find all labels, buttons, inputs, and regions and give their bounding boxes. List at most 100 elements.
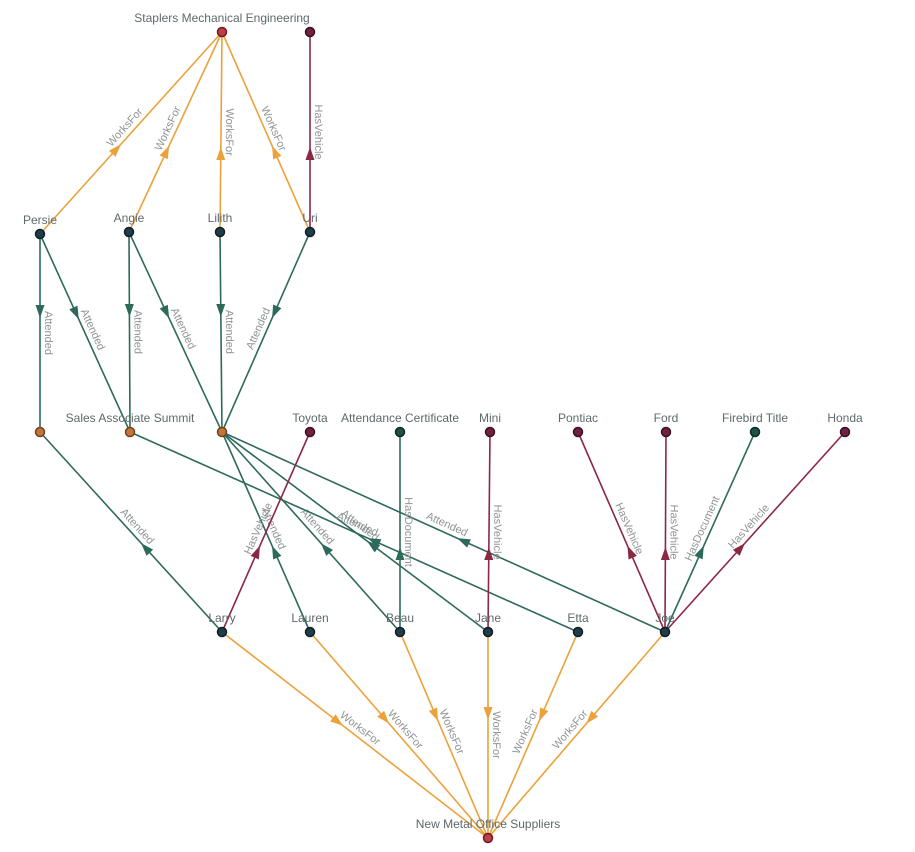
edge-joe-hasvehicle-ford[interactable]: HasVehicle — [660, 431, 680, 633]
arrowhead-icon — [216, 303, 226, 318]
node-label: Attendance Certificate — [341, 411, 459, 425]
edge-joe-hasvehicle-pontiac[interactable]: HasVehicle — [577, 431, 666, 633]
node-circle-person[interactable] — [34, 228, 46, 240]
node-attendance-certificate[interactable]: Attendance Certificate — [341, 411, 459, 438]
node-circle-company[interactable] — [216, 26, 228, 38]
edge-joe-worksfor-nmos[interactable]: WorksFor — [487, 631, 666, 839]
node-circle-vehicle[interactable] — [572, 426, 584, 438]
node-vehicle-top[interactable] — [304, 26, 316, 38]
node-etta[interactable]: Etta — [567, 611, 589, 638]
arrowhead-icon — [484, 546, 494, 561]
arrowhead-icon — [159, 304, 170, 319]
node-label: Toyota — [292, 411, 328, 425]
arrowhead-icon — [330, 714, 344, 726]
edge-jane-hasvehicle-mini[interactable]: HasVehicle — [484, 431, 503, 633]
arrowhead-icon — [216, 146, 226, 161]
node-circle-vehicle[interactable] — [484, 426, 496, 438]
node-lauren[interactable]: Lauren — [291, 611, 329, 638]
node-circle-vehicle[interactable] — [839, 426, 851, 438]
edge-lilith-attended-summit-c[interactable]: Attended — [216, 231, 235, 433]
edge-beau-hasdocument-attendance-certificate[interactable]: HasDocument — [395, 432, 415, 632]
edge-angie-worksfor-staplers[interactable]: WorksFor — [128, 31, 223, 233]
arrowhead-icon — [124, 303, 134, 318]
edge-uri-hasvehicle-vehicle-top[interactable]: HasVehicle — [305, 32, 325, 232]
node-label: Lauren — [291, 611, 328, 625]
edge-etta-attended-summit[interactable]: Attended — [129, 431, 579, 633]
arrowhead-icon — [305, 147, 315, 160]
node-circle-event[interactable] — [124, 426, 136, 438]
edge-label: WorksFor — [385, 708, 425, 752]
node-persie[interactable]: Persie — [23, 213, 57, 240]
node-circle-person[interactable] — [572, 626, 584, 638]
arrowhead-icon — [539, 707, 549, 722]
node-circle-vehicle[interactable] — [304, 426, 316, 438]
node-larry[interactable]: Larry — [208, 611, 236, 638]
node-circle-event[interactable] — [216, 426, 228, 438]
edge-label: WorksFor — [105, 106, 146, 150]
edge-joe-attended-summit-c[interactable]: Attended — [221, 431, 666, 633]
node-circle-person[interactable] — [304, 626, 316, 638]
node-uri[interactable]: Uri — [302, 211, 318, 238]
node-ford[interactable]: Ford — [654, 411, 679, 438]
node-beau[interactable]: Beau — [386, 611, 414, 638]
node-firebird-title[interactable]: Firebird Title — [722, 411, 788, 438]
node-circle-document[interactable] — [749, 426, 761, 438]
edge-angie-attended-summit[interactable]: Attended — [124, 231, 144, 433]
edge-label: WorksFor — [153, 104, 184, 152]
arrowhead-icon — [457, 538, 471, 548]
node-label: Honda — [827, 411, 863, 425]
node-nmos[interactable]: New Metal Office Suppliers — [416, 817, 561, 844]
arrowhead-icon — [35, 305, 45, 318]
arrowhead-icon — [366, 541, 381, 553]
edge-label: WorksFor — [223, 108, 235, 156]
node-label: Larry — [208, 611, 235, 625]
arrowhead-icon — [660, 546, 670, 561]
node-jane[interactable]: Jane — [475, 611, 501, 638]
node-summit-c[interactable] — [216, 426, 228, 438]
node-circle-person[interactable] — [659, 626, 671, 638]
node-summit[interactable]: Sales Associate Summit — [66, 411, 195, 438]
edge-larry-attended-summit-a[interactable]: Attended — [39, 431, 223, 633]
edge-persie-worksfor-staplers[interactable]: WorksFor — [39, 31, 223, 235]
node-lilith[interactable]: Lilith — [208, 211, 233, 238]
node-toyota[interactable]: Toyota — [292, 411, 328, 438]
node-circle-document[interactable] — [394, 426, 406, 438]
node-pontiac[interactable]: Pontiac — [558, 411, 598, 438]
edge-lauren-worksfor-nmos[interactable]: WorksFor — [309, 631, 489, 839]
edge-label: WorksFor — [550, 708, 590, 752]
node-label: Joe — [655, 611, 675, 625]
node-circle-person[interactable] — [214, 226, 226, 238]
node-circle-person[interactable] — [216, 626, 228, 638]
node-label: Uri — [302, 211, 317, 225]
node-circle-person[interactable] — [394, 626, 406, 638]
node-circle-event[interactable] — [34, 426, 46, 438]
node-circle-person[interactable] — [482, 626, 494, 638]
edge-joe-hasvehicle-honda[interactable]: HasVehicle — [664, 431, 846, 633]
edge-lilith-worksfor-staplers[interactable]: WorksFor — [216, 31, 235, 233]
arrowhead-icon — [320, 543, 333, 556]
node-label: Persie — [23, 213, 57, 227]
node-circle-vehicle[interactable] — [660, 426, 672, 438]
node-summit-a[interactable] — [34, 426, 46, 438]
edge-persie-attended-summit-a[interactable]: Attended — [35, 234, 55, 432]
node-label: Angie — [114, 211, 145, 225]
arrowhead-icon — [159, 145, 170, 160]
node-label: Jane — [475, 611, 501, 625]
node-circle-person[interactable] — [304, 226, 316, 238]
arrowhead-icon — [272, 304, 282, 319]
node-staplers[interactable]: Staplers Mechanical Engineering — [134, 11, 310, 38]
node-angie[interactable]: Angie — [114, 211, 145, 238]
node-circle-company[interactable] — [482, 832, 494, 844]
node-circle-person[interactable] — [123, 226, 135, 238]
node-joe[interactable]: Joe — [655, 611, 675, 638]
edge-jane-worksfor-nmos[interactable]: WorksFor — [483, 632, 503, 838]
arrowhead-icon — [627, 545, 637, 560]
arrowhead-icon — [141, 543, 154, 556]
edge-label: WorksFor — [337, 709, 382, 748]
node-circle-vehicle[interactable] — [304, 26, 316, 38]
node-mini[interactable]: Mini — [479, 411, 501, 438]
node-label: Etta — [567, 611, 589, 625]
node-honda[interactable]: Honda — [827, 411, 863, 438]
